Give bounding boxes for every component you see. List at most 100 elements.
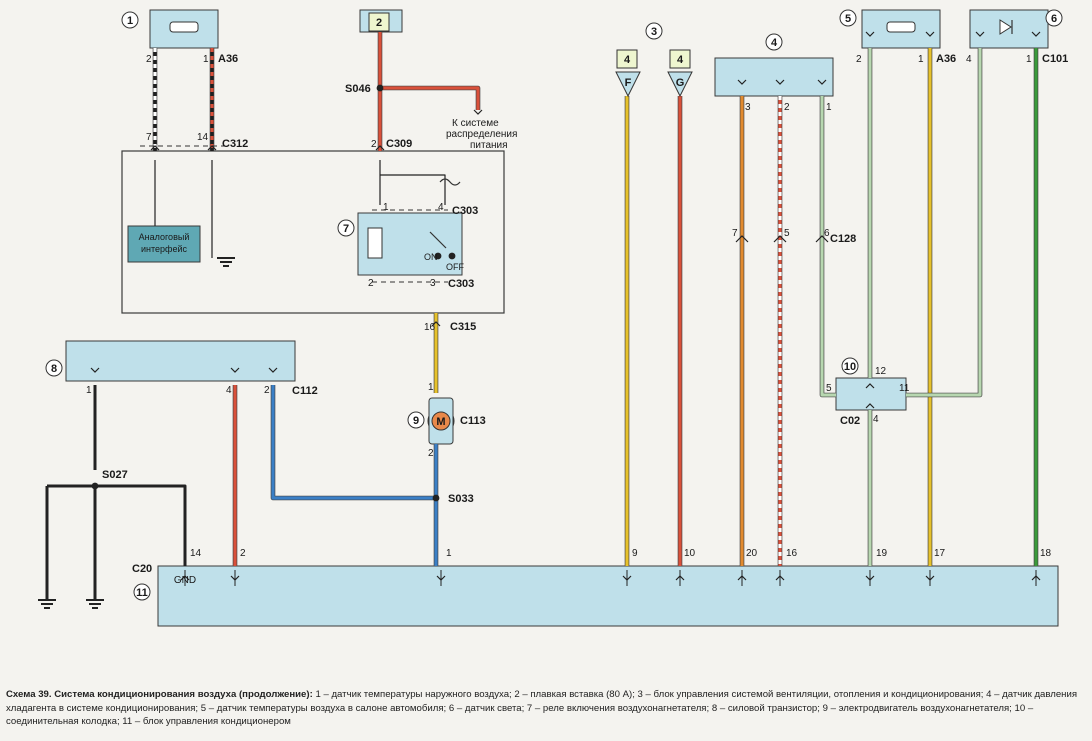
- component-number-11-circle: [133, 583, 151, 601]
- sensor-f-letter: F: [625, 77, 632, 89]
- gnd-label: GND: [174, 575, 196, 586]
- wire-sensor6-pin4: [906, 48, 982, 397]
- component-number-6-circle: [1045, 9, 1063, 27]
- c128-pin-mark-2: [815, 235, 829, 243]
- component-number-7: 7: [343, 223, 349, 235]
- pin-label-p20_18: 18: [1040, 548, 1052, 559]
- connector-c113: C113: [460, 415, 486, 427]
- wire-sensor4-pin1-outline: [819, 96, 836, 398]
- component-number-8: 8: [51, 363, 57, 375]
- pin-label-p10_12: 12: [875, 366, 887, 377]
- c128-pin-mark-1: [773, 235, 787, 243]
- pin-arrow-down-9: [1031, 31, 1041, 37]
- sensor-f-tag: 4: [624, 54, 631, 66]
- pin-arrow-up-1: [207, 145, 217, 151]
- connector-c303-bottom: C303: [448, 278, 474, 290]
- analog-interface-box: [127, 225, 201, 263]
- splice-s046: [376, 84, 384, 92]
- connector-c101: C101: [1042, 53, 1068, 65]
- c20-pin-stub-6-arrow: [775, 575, 785, 581]
- sensor-f-triangle: [615, 71, 641, 98]
- sensor-g-letter: G: [676, 77, 685, 89]
- pin-label-p6_4: 4: [966, 54, 972, 65]
- c20-pin-stub-2-arrow: [436, 575, 446, 581]
- blower-motor-rotor: [431, 411, 451, 431]
- pin-label-p20_14: 14: [190, 548, 202, 559]
- component-number-1-circle: [121, 11, 139, 29]
- power-note-3: питания: [470, 140, 508, 151]
- splice-s027-label: S027: [102, 469, 128, 481]
- pin-arrow-down-2: [268, 367, 278, 373]
- power-transistor-8-box: [65, 340, 296, 382]
- connector-c112: C112: [292, 385, 318, 397]
- pin-arrow-down-6: [865, 31, 875, 37]
- c20-pin-stub-5-arrow: [737, 575, 747, 581]
- pin-label-p10_4: 4: [873, 414, 879, 425]
- connector-a36-left: A36: [218, 53, 238, 65]
- fuse-icon: [439, 178, 461, 186]
- c20-pin-stub-4-arrow: [675, 575, 685, 581]
- figure-caption: Схема 39. Система кондиционирования возд…: [6, 688, 1084, 729]
- component-number-5: 5: [845, 13, 851, 25]
- component-number-9-circle: [407, 411, 425, 429]
- c02-arrow-0: [865, 383, 875, 389]
- connector-c309: C309: [386, 138, 412, 150]
- component-number-2-box: [368, 12, 390, 32]
- sensor-g-tag: 4: [677, 54, 684, 66]
- relay-coil-icon: [367, 227, 383, 259]
- pin-label-p113_2: 2: [428, 448, 434, 459]
- pin-arrow-down-0: [90, 367, 100, 373]
- component-number-6: 6: [1051, 13, 1057, 25]
- component-number-9: 9: [413, 415, 419, 427]
- wire-relay-fuse: [380, 174, 446, 205]
- wire-s027-gnd: [47, 484, 187, 566]
- pin-arrow-down-4: [775, 79, 785, 85]
- power-note-1: К системе: [452, 118, 499, 129]
- pin-label-p8_2: 2: [264, 385, 270, 396]
- wire-c112-s033: [271, 385, 436, 500]
- pin-arrow-down-7: [925, 31, 935, 37]
- pin-arrow-down-8: [975, 31, 985, 37]
- component-number-2: 2: [376, 17, 382, 29]
- analog-interface-label-1: Аналоговый: [139, 232, 190, 242]
- c20-pin-stub-1-arrow: [230, 575, 240, 581]
- splice-s046-label: S046: [345, 83, 371, 95]
- pin-arrow-down-5: [817, 79, 827, 85]
- relay-switch-icon: [429, 231, 447, 249]
- pin-arrow-down-3: [737, 79, 747, 85]
- component-number-11: 11: [136, 587, 148, 599]
- c02-arrow-1: [865, 403, 875, 409]
- pin-label-p1_1: 1: [203, 54, 209, 65]
- c128-pin-mark-0: [735, 235, 749, 243]
- arrow-to-power-distribution: [473, 109, 483, 115]
- pin-label-p4_3: 3: [745, 102, 751, 113]
- ac-control-unit-11-box: [157, 565, 1059, 627]
- c20-pin-stub-8-arrow: [925, 575, 935, 581]
- pin-label-p20_2: 2: [240, 548, 246, 559]
- c20-pin-stub-3-arrow: [622, 575, 632, 581]
- connector-c312: C312: [222, 138, 248, 150]
- component-number-3-circle: [645, 22, 663, 40]
- pin-label-p312_14: 14: [197, 132, 209, 143]
- component-number-7-circle: [337, 219, 355, 237]
- pin-label-p20_17: 17: [934, 548, 946, 559]
- pin-arrow-down-1: [230, 367, 240, 373]
- sensor-g-tag-box: [669, 49, 691, 69]
- pin-label-p6_1: 1: [1026, 54, 1032, 65]
- pin-arrow-up-0: [150, 145, 160, 151]
- component-number-10-circle: [841, 357, 859, 375]
- connector-c303-top: C303: [452, 205, 478, 217]
- analog-interface-label-2: интерфейс: [141, 244, 187, 254]
- connector-c315: C315: [450, 321, 476, 333]
- component-number-3: 3: [651, 26, 657, 38]
- pin-label-p5_2: 2: [856, 54, 862, 65]
- connector-c02: C02: [840, 415, 860, 427]
- pin-label-p4_1: 1: [826, 102, 832, 113]
- component-number-1: 1: [127, 15, 133, 27]
- splice-s033-label: S033: [448, 493, 474, 505]
- pin-label-p1_2: 2: [146, 54, 152, 65]
- thermistor-1-icon: [169, 21, 199, 33]
- pin-label-p315_16: 16: [424, 322, 436, 333]
